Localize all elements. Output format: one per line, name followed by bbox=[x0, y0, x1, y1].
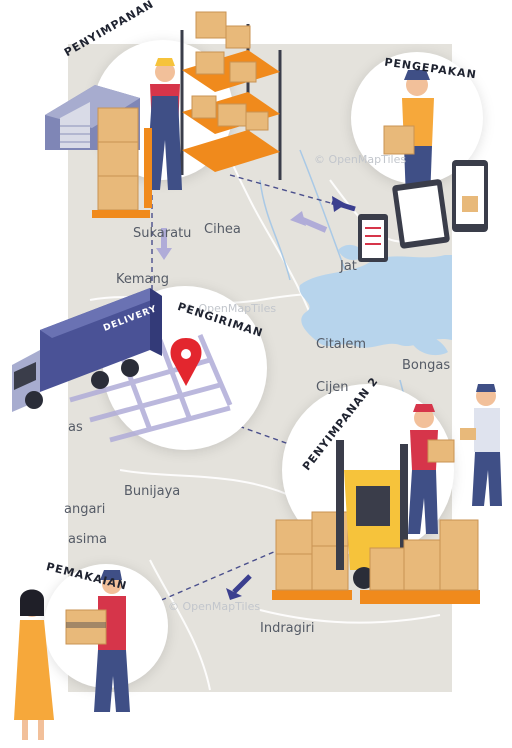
location-pin-icon bbox=[170, 338, 202, 386]
place-label-jat: Jat bbox=[340, 259, 357, 274]
shipping-illustration bbox=[12, 288, 233, 443]
place-label-cijen: Cijen bbox=[316, 380, 349, 395]
storage-illustration bbox=[45, 11, 282, 218]
place-label-as: as bbox=[68, 420, 83, 435]
place-label-cihea: Cihea bbox=[204, 222, 241, 237]
reservoir-water bbox=[299, 255, 452, 348]
place-label-bongas: Bongas bbox=[402, 358, 451, 373]
place-label-angari: angari bbox=[64, 502, 106, 517]
route-storage2-usage bbox=[149, 544, 291, 606]
storage2-illustration bbox=[272, 384, 502, 604]
place-label-bunijaya: Bunijaya bbox=[124, 484, 181, 499]
place-label-sukaratu: Sukaratu bbox=[133, 226, 192, 241]
map-attribution-1: © OpenMapTiles bbox=[314, 153, 407, 166]
route-storage-packing bbox=[229, 174, 346, 208]
packing-illustration bbox=[358, 70, 488, 262]
usage-illustration bbox=[14, 570, 130, 740]
map-attribution-2: © OpenMapTiles bbox=[184, 302, 277, 315]
map-attribution-3: © OpenMapTiles bbox=[168, 600, 261, 613]
place-label-kemang: Kemang bbox=[116, 272, 169, 287]
flow-arrows bbox=[156, 196, 356, 600]
place-label-citalem: Citalem bbox=[316, 337, 367, 352]
place-label-indragiri: Indragiri bbox=[260, 621, 315, 636]
arrow-dark-2 bbox=[232, 574, 252, 594]
place-label-asima: asima bbox=[68, 532, 107, 547]
